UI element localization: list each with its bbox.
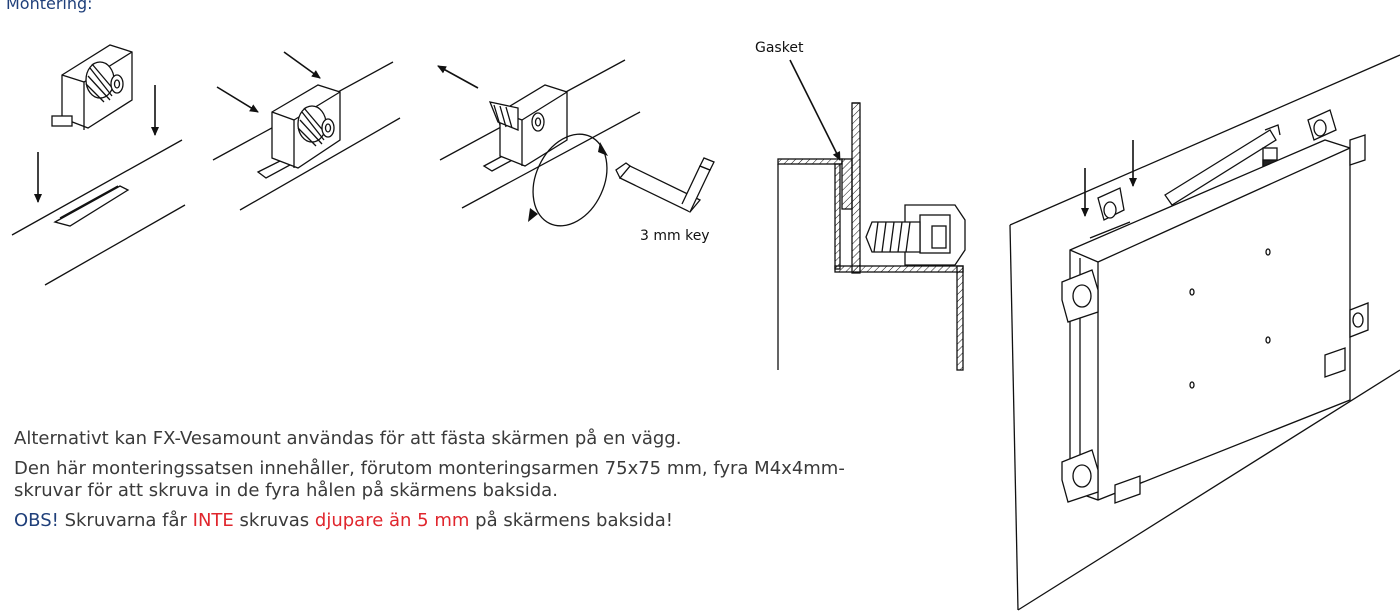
kit-line-1: Den här monteringssatsen innehåller, för… — [14, 458, 845, 479]
gasket-arrow — [789, 59, 841, 161]
warning-part1: Skruvarna får — [58, 510, 193, 531]
wall-mount-drawing — [1009, 54, 1400, 611]
warning-depth: djupare än 5 mm — [314, 510, 470, 531]
key-label: 3 mm key — [640, 228, 710, 244]
warning-part2: skruvas — [233, 510, 315, 531]
warning-inte: INTE — [192, 510, 234, 531]
arrow-right-top — [283, 51, 321, 79]
instruction-text: Alternativt kan FX-Vesamount användas fö… — [14, 428, 994, 540]
arrow-right-bottom — [216, 86, 259, 113]
kit-line-2: skruvar för att skruva in de fyra hålen … — [14, 480, 558, 501]
page-title: Montering: — [6, 0, 93, 13]
step-3-drawing — [439, 59, 715, 227]
paragraph-kit-contents: Den här monteringssatsen innehåller, för… — [14, 458, 974, 502]
gasket-label: Gasket — [755, 40, 804, 56]
arrow-left — [437, 65, 479, 89]
step-1-drawing — [11, 44, 186, 286]
cross-section-drawing — [777, 102, 966, 371]
paragraph-alternative: Alternativt kan FX-Vesamount användas fö… — [14, 428, 682, 449]
warning-part3: på skärmens baksida! — [469, 510, 673, 531]
paragraph-warning: OBS! Skruvarna får INTE skruvas djupare … — [14, 510, 994, 532]
warning-obs: OBS! — [14, 510, 59, 531]
step-2-drawing — [212, 61, 401, 211]
